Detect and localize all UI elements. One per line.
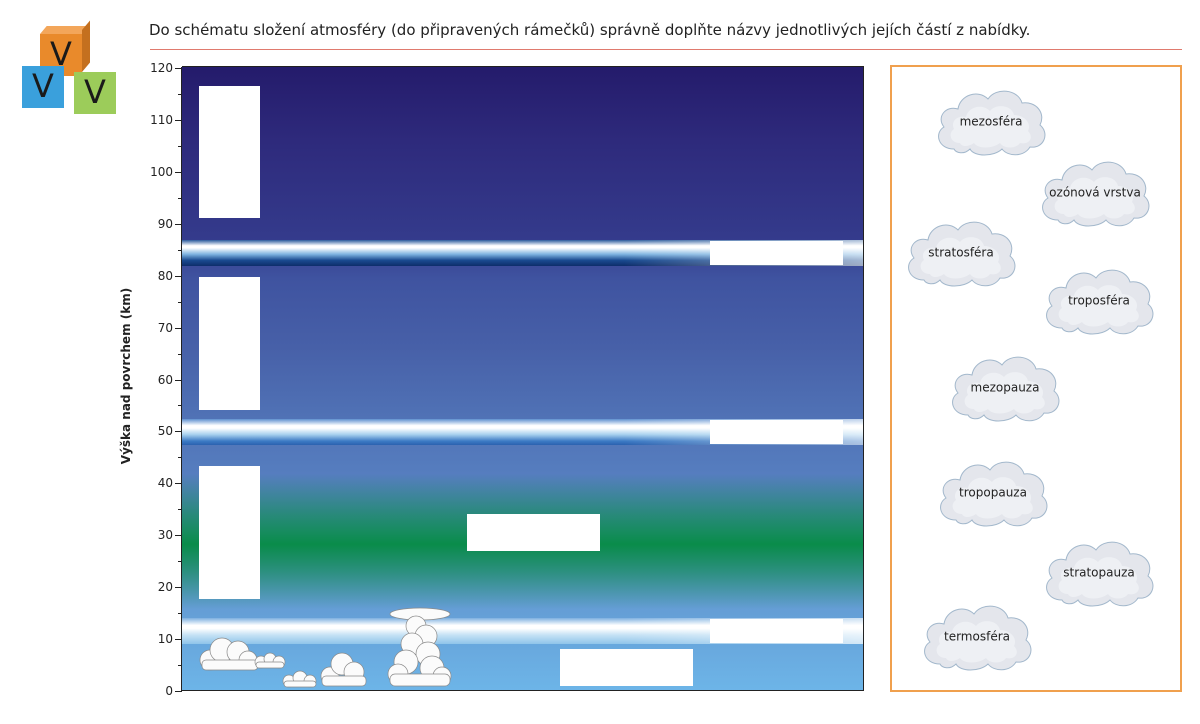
options-panel: mezosféra ozónová vrstva stratosféra tro… (890, 65, 1182, 692)
y-axis-line (181, 67, 182, 691)
y-tick-major (175, 328, 182, 329)
logo-cube-blue: V (22, 66, 64, 108)
option-mezosfera[interactable]: mezosféra (930, 83, 1052, 161)
option-label: termosféra (944, 629, 1010, 644)
y-tick-minor (178, 250, 182, 251)
y-tick-major (175, 639, 182, 640)
answer-box-thermosphere[interactable] (199, 86, 260, 218)
option-label: mezopauza (970, 380, 1040, 395)
answer-box-tropopause[interactable] (710, 619, 843, 643)
option-stratopauza[interactable]: stratopauza (1038, 534, 1160, 612)
y-tick-minor (178, 457, 182, 458)
atmosphere-diagram (182, 66, 864, 691)
y-tick-label: 70 (157, 321, 173, 335)
option-label: troposféra (1068, 293, 1130, 308)
option-label: ozónová vrstva (1049, 185, 1141, 200)
y-tick-major (175, 172, 182, 173)
option-stratosfera[interactable]: stratosféra (900, 214, 1022, 292)
option-label: stratopauza (1063, 565, 1135, 580)
cumulonimbus-cloud (387, 607, 452, 687)
option-termosfera[interactable]: termosféra (916, 598, 1038, 676)
y-tick-major (175, 120, 182, 121)
option-mezopauza[interactable]: mezopauza (944, 349, 1066, 427)
y-tick-label: 0 (165, 684, 173, 698)
y-tick-label: 50 (157, 424, 173, 438)
vvv-logo: V V V (14, 16, 120, 116)
option-ozonova-vrstva[interactable]: ozónová vrstva (1034, 154, 1156, 232)
y-tick-major (175, 380, 182, 381)
answer-box-mesosphere[interactable] (199, 277, 260, 410)
header-divider (150, 49, 1182, 50)
y-tick-major (175, 276, 182, 277)
y-tick-label: 120 (150, 61, 173, 75)
option-troposfera[interactable]: troposféra (1038, 262, 1160, 340)
option-tropopauza[interactable]: tropopauza (932, 454, 1054, 532)
y-tick-major (175, 68, 182, 69)
instruction-text: Do schématu složení atmosféry (do připra… (149, 21, 1031, 39)
logo-cube-green: V (74, 72, 116, 114)
y-tick-minor (178, 665, 182, 666)
y-tick-label: 10 (157, 632, 173, 646)
y-tick-label: 40 (157, 476, 173, 490)
option-label: mezosféra (959, 114, 1023, 129)
y-tick-label: 30 (157, 528, 173, 542)
y-tick-label: 90 (157, 217, 173, 231)
y-tick-label: 100 (150, 165, 173, 179)
y-tick-minor (178, 509, 182, 510)
y-tick-minor (178, 405, 182, 406)
y-tick-major (175, 535, 182, 536)
y-tick-major (175, 224, 182, 225)
cumulus-cloud-4 (320, 652, 367, 687)
cumulus-cloud-2 (254, 652, 286, 669)
y-tick-minor (178, 198, 182, 199)
y-axis-label: Výška nad povrchem (km) (119, 287, 133, 465)
y-tick-label: 60 (157, 373, 173, 387)
y-tick-major (175, 431, 182, 432)
y-tick-minor (178, 613, 182, 614)
y-tick-label: 20 (157, 580, 173, 594)
y-tick-minor (178, 302, 182, 303)
y-tick-minor (178, 94, 182, 95)
cumulus-cloud-1 (199, 637, 259, 671)
answer-box-troposphere[interactable] (560, 649, 693, 686)
option-label: tropopauza (959, 485, 1027, 500)
y-tick-minor (178, 146, 182, 147)
y-tick-minor (178, 561, 182, 562)
y-tick-major (175, 587, 182, 588)
y-tick-label: 110 (150, 113, 173, 127)
answer-box-stratopause[interactable] (710, 420, 843, 444)
y-tick-major (175, 691, 182, 692)
y-tick-label: 80 (157, 269, 173, 283)
answer-box-mesopause[interactable] (710, 241, 843, 265)
option-label: stratosféra (928, 245, 994, 260)
answer-box-stratosphere[interactable] (199, 466, 260, 599)
y-tick-major (175, 483, 182, 484)
cumulus-cloud-3 (282, 670, 317, 688)
y-tick-minor (178, 354, 182, 355)
answer-box-ozone-layer[interactable] (467, 514, 600, 551)
